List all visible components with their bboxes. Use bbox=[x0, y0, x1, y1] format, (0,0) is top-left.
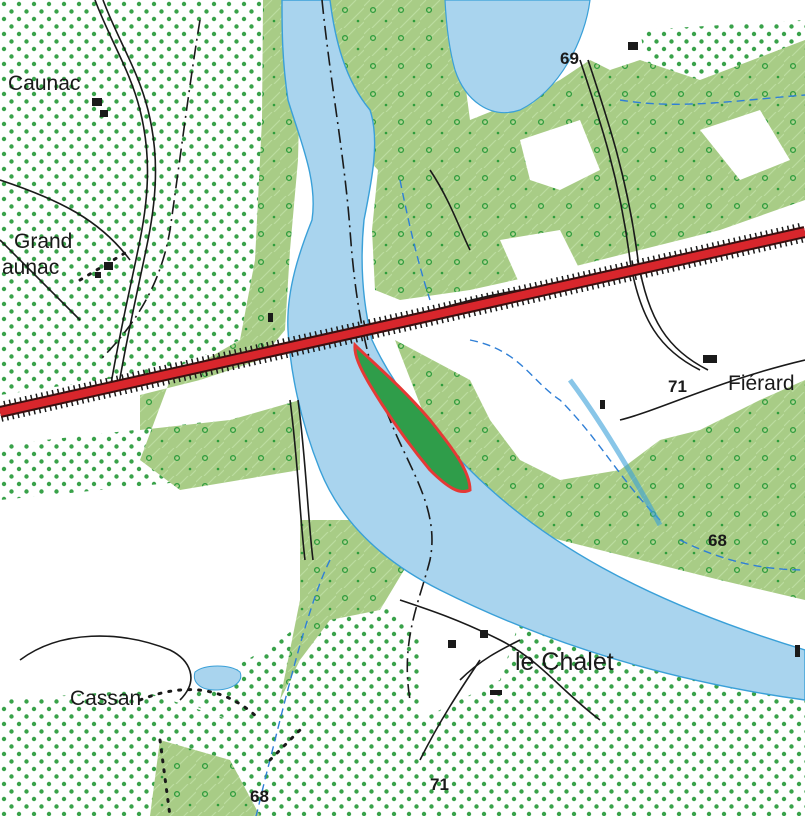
label-cassan: Cassan bbox=[70, 687, 141, 710]
elevation-68-bottom: 68 bbox=[250, 787, 269, 806]
railway-track-icon[interactable] bbox=[0, 222, 805, 422]
label-caunac: Caunac bbox=[8, 72, 80, 95]
elevation-69: 69 bbox=[560, 49, 579, 68]
place-labels: Caunac Grand aunac Fiérard le Chalet Cas… bbox=[2, 72, 795, 710]
building-icon bbox=[92, 42, 800, 695]
boundary-lines bbox=[99, 0, 433, 701]
river bbox=[193, 0, 805, 701]
label-le-chalet: le Chalet bbox=[515, 648, 614, 676]
elevation-labels: 69 71 68 68 71 bbox=[250, 49, 727, 806]
elevation-68-right: 68 bbox=[708, 531, 727, 550]
label-grand: Grand bbox=[14, 230, 72, 253]
clearings bbox=[500, 110, 805, 430]
label-fierard: Fiérard bbox=[728, 372, 795, 395]
label-grand-caunac: aunac bbox=[2, 256, 59, 279]
elevation-71-fierard: 71 bbox=[668, 377, 687, 396]
side-channel bbox=[567, 378, 663, 527]
roads bbox=[0, 0, 805, 761]
elevation-71-bottom: 71 bbox=[430, 775, 449, 794]
highlighted-island-icon[interactable] bbox=[353, 341, 472, 494]
streams bbox=[255, 94, 805, 816]
